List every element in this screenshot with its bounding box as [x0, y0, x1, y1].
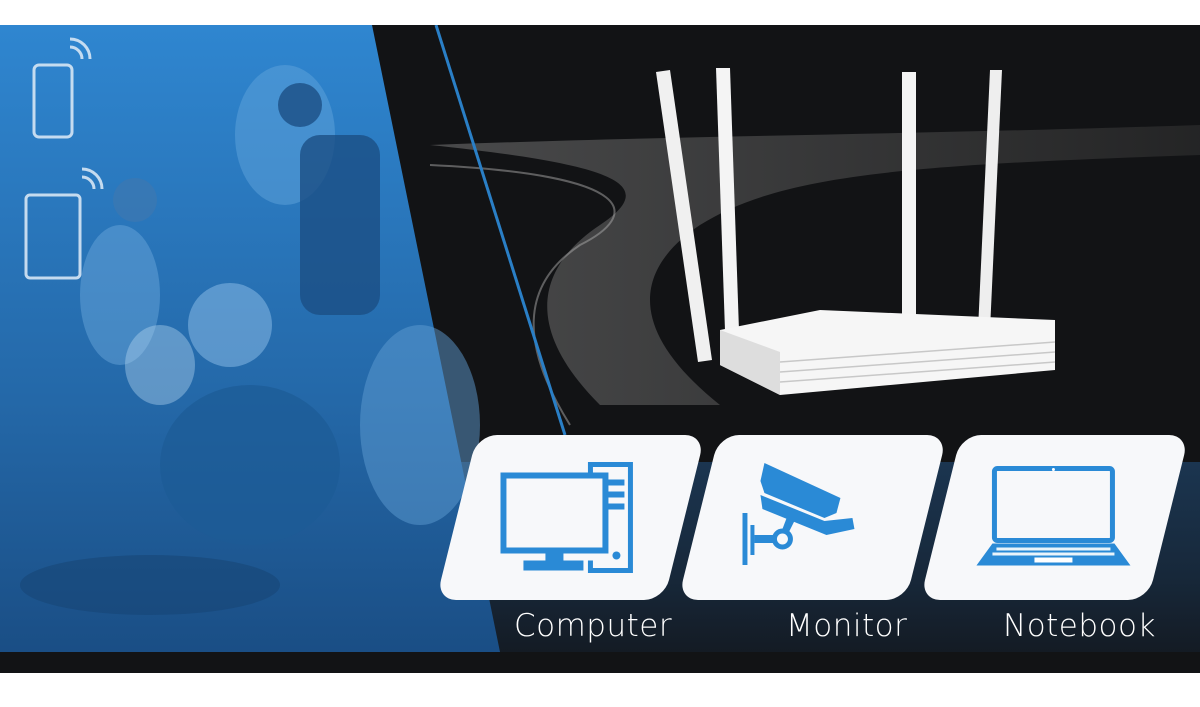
family-photo-panel	[0, 25, 567, 652]
laptop-icon	[976, 465, 1131, 565]
road-background	[429, 125, 1200, 426]
device-card-monitor	[678, 435, 948, 600]
router-image	[656, 68, 1056, 395]
device-label-monitor: Monitor	[786, 608, 908, 644]
device-label-notebook: Notebook	[1003, 608, 1156, 644]
device-card-computer	[436, 435, 706, 600]
router-banner: Computer Monitor Notebook	[0, 25, 1200, 673]
desktop-computer-icon	[500, 461, 634, 573]
security-camera-icon	[742, 462, 855, 565]
phone-icon	[32, 37, 92, 139]
tablet-icon	[24, 167, 104, 280]
device-label-computer: Computer	[514, 608, 673, 644]
device-card-notebook	[920, 435, 1190, 600]
